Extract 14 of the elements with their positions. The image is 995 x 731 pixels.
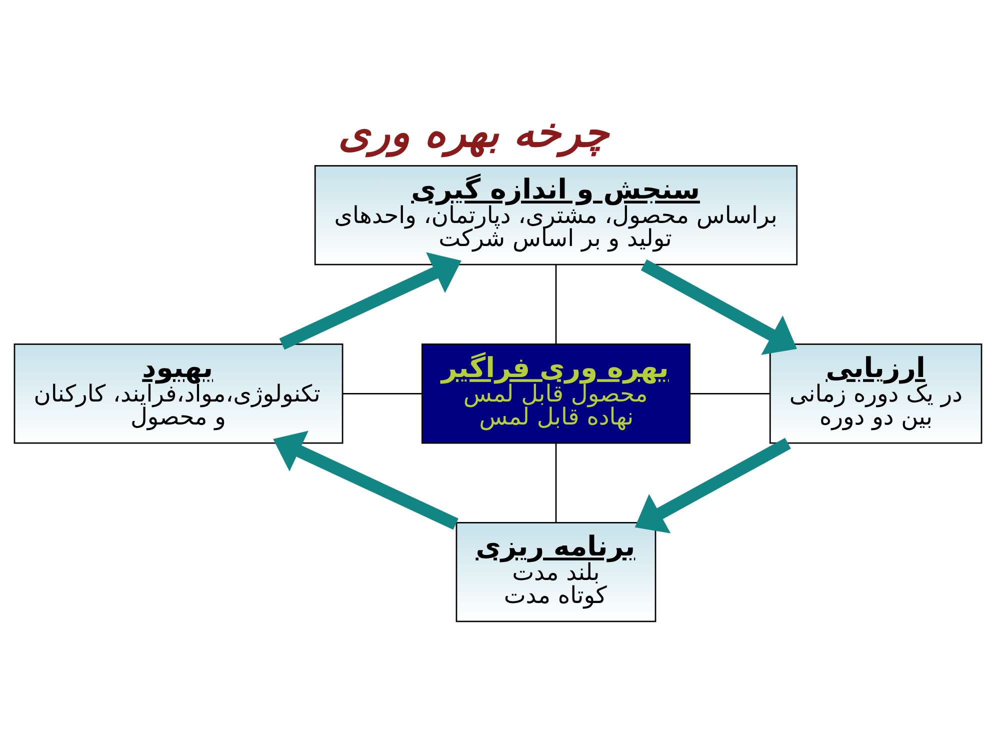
arrow xyxy=(278,252,461,350)
diagram-title: چرخه بهره وری xyxy=(338,108,609,157)
node-box: برنامه ریزی بلند مدت کوتاه مدت xyxy=(455,522,656,622)
connector xyxy=(554,444,556,522)
arrow xyxy=(272,430,458,530)
arrow xyxy=(634,438,790,534)
connector xyxy=(554,265,556,344)
connector xyxy=(342,392,422,394)
node-box: سنجش و اندازه گیری براساس محصول، مشتری، دپارتمان، واحدهای تولید و بر اساس شرکت xyxy=(314,165,798,266)
node-box: بهره وری فراگیر محصول قابل لمس نهاده قابل لمس xyxy=(420,344,690,444)
node-box: بهبود تکنولوژی،مواد،فرایند، کارکنان و محصول xyxy=(13,344,343,444)
node-box: ارزیابی در یک دوره زمانی بین دو دوره xyxy=(768,344,982,444)
arrow xyxy=(640,259,796,355)
connector xyxy=(690,392,770,394)
